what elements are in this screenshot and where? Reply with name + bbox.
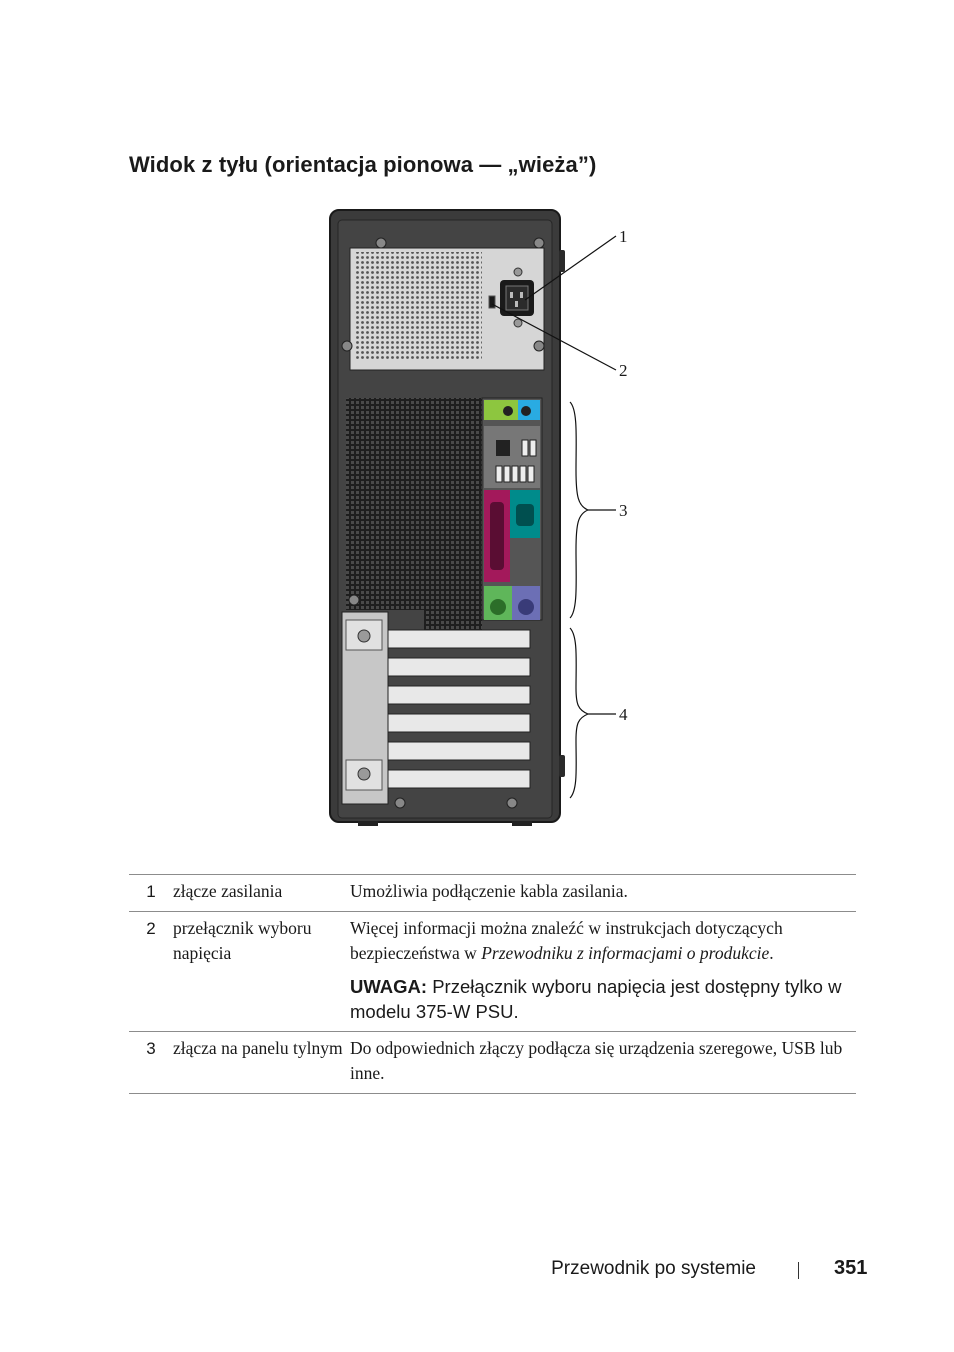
row-number: 1 (146, 882, 156, 901)
tower-back-illustration (329, 209, 617, 826)
row-name: przełącznik wyboru napięcia (173, 918, 312, 963)
page-number: 351 (834, 1257, 868, 1279)
row-description: Do odpowiednich złączy podłącza się urzą… (350, 1038, 843, 1083)
row-name: złącza na panelu tylnym (173, 1038, 343, 1058)
voltage-switch (488, 295, 496, 309)
main-vent (346, 398, 482, 610)
description-text: Więcej informacji można znaleźć w instru… (350, 918, 783, 963)
power-supply (341, 237, 545, 371)
row-description: Umożliwia podłączenie kabla zasilania. (350, 881, 628, 901)
note-text: Przełącznik wyboru napięcia jest dostępn… (350, 976, 842, 1022)
connector-legend-table: 1 złącze zasilania Umożliwia podłączenie… (129, 874, 856, 1094)
callout-3: 3 (619, 501, 628, 520)
note: UWAGA: Przełącznik wyboru napięcia jest … (350, 974, 852, 1024)
callout-1: 1 (619, 227, 628, 246)
page-title: Widok z tyłu (orientacja pionowa — „wież… (129, 152, 597, 177)
description-italic: Przewodniku z informacjami o produkcie (481, 943, 770, 963)
callout-2: 2 (619, 361, 628, 380)
power-connector (500, 267, 534, 328)
note-label: UWAGA: (350, 976, 428, 997)
table-row: 1 złącze zasilania Umożliwia podłączenie… (129, 874, 856, 912)
table-row: 2 przełącznik wyboru napięcia Więcej inf… (129, 911, 856, 1032)
row-name: złącze zasilania (173, 881, 283, 901)
callout-lines (491, 235, 617, 799)
computer-back-view-figure: 1 2 3 4 (320, 200, 640, 840)
footer-label: Przewodnik po systemie (551, 1258, 756, 1279)
expansion-bracket (341, 611, 389, 805)
callout-4: 4 (619, 705, 628, 724)
row-description: Więcej informacji można znaleźć w instru… (350, 912, 856, 1032)
row-number: 3 (146, 1039, 156, 1058)
io-panel (481, 397, 543, 621)
footer-divider (798, 1262, 799, 1279)
table-row: 3 złącza na panelu tylnym Do odpowiednic… (129, 1031, 856, 1094)
row-number: 2 (146, 919, 156, 938)
description-suffix: . (769, 943, 774, 963)
expansion-slots (387, 629, 531, 789)
